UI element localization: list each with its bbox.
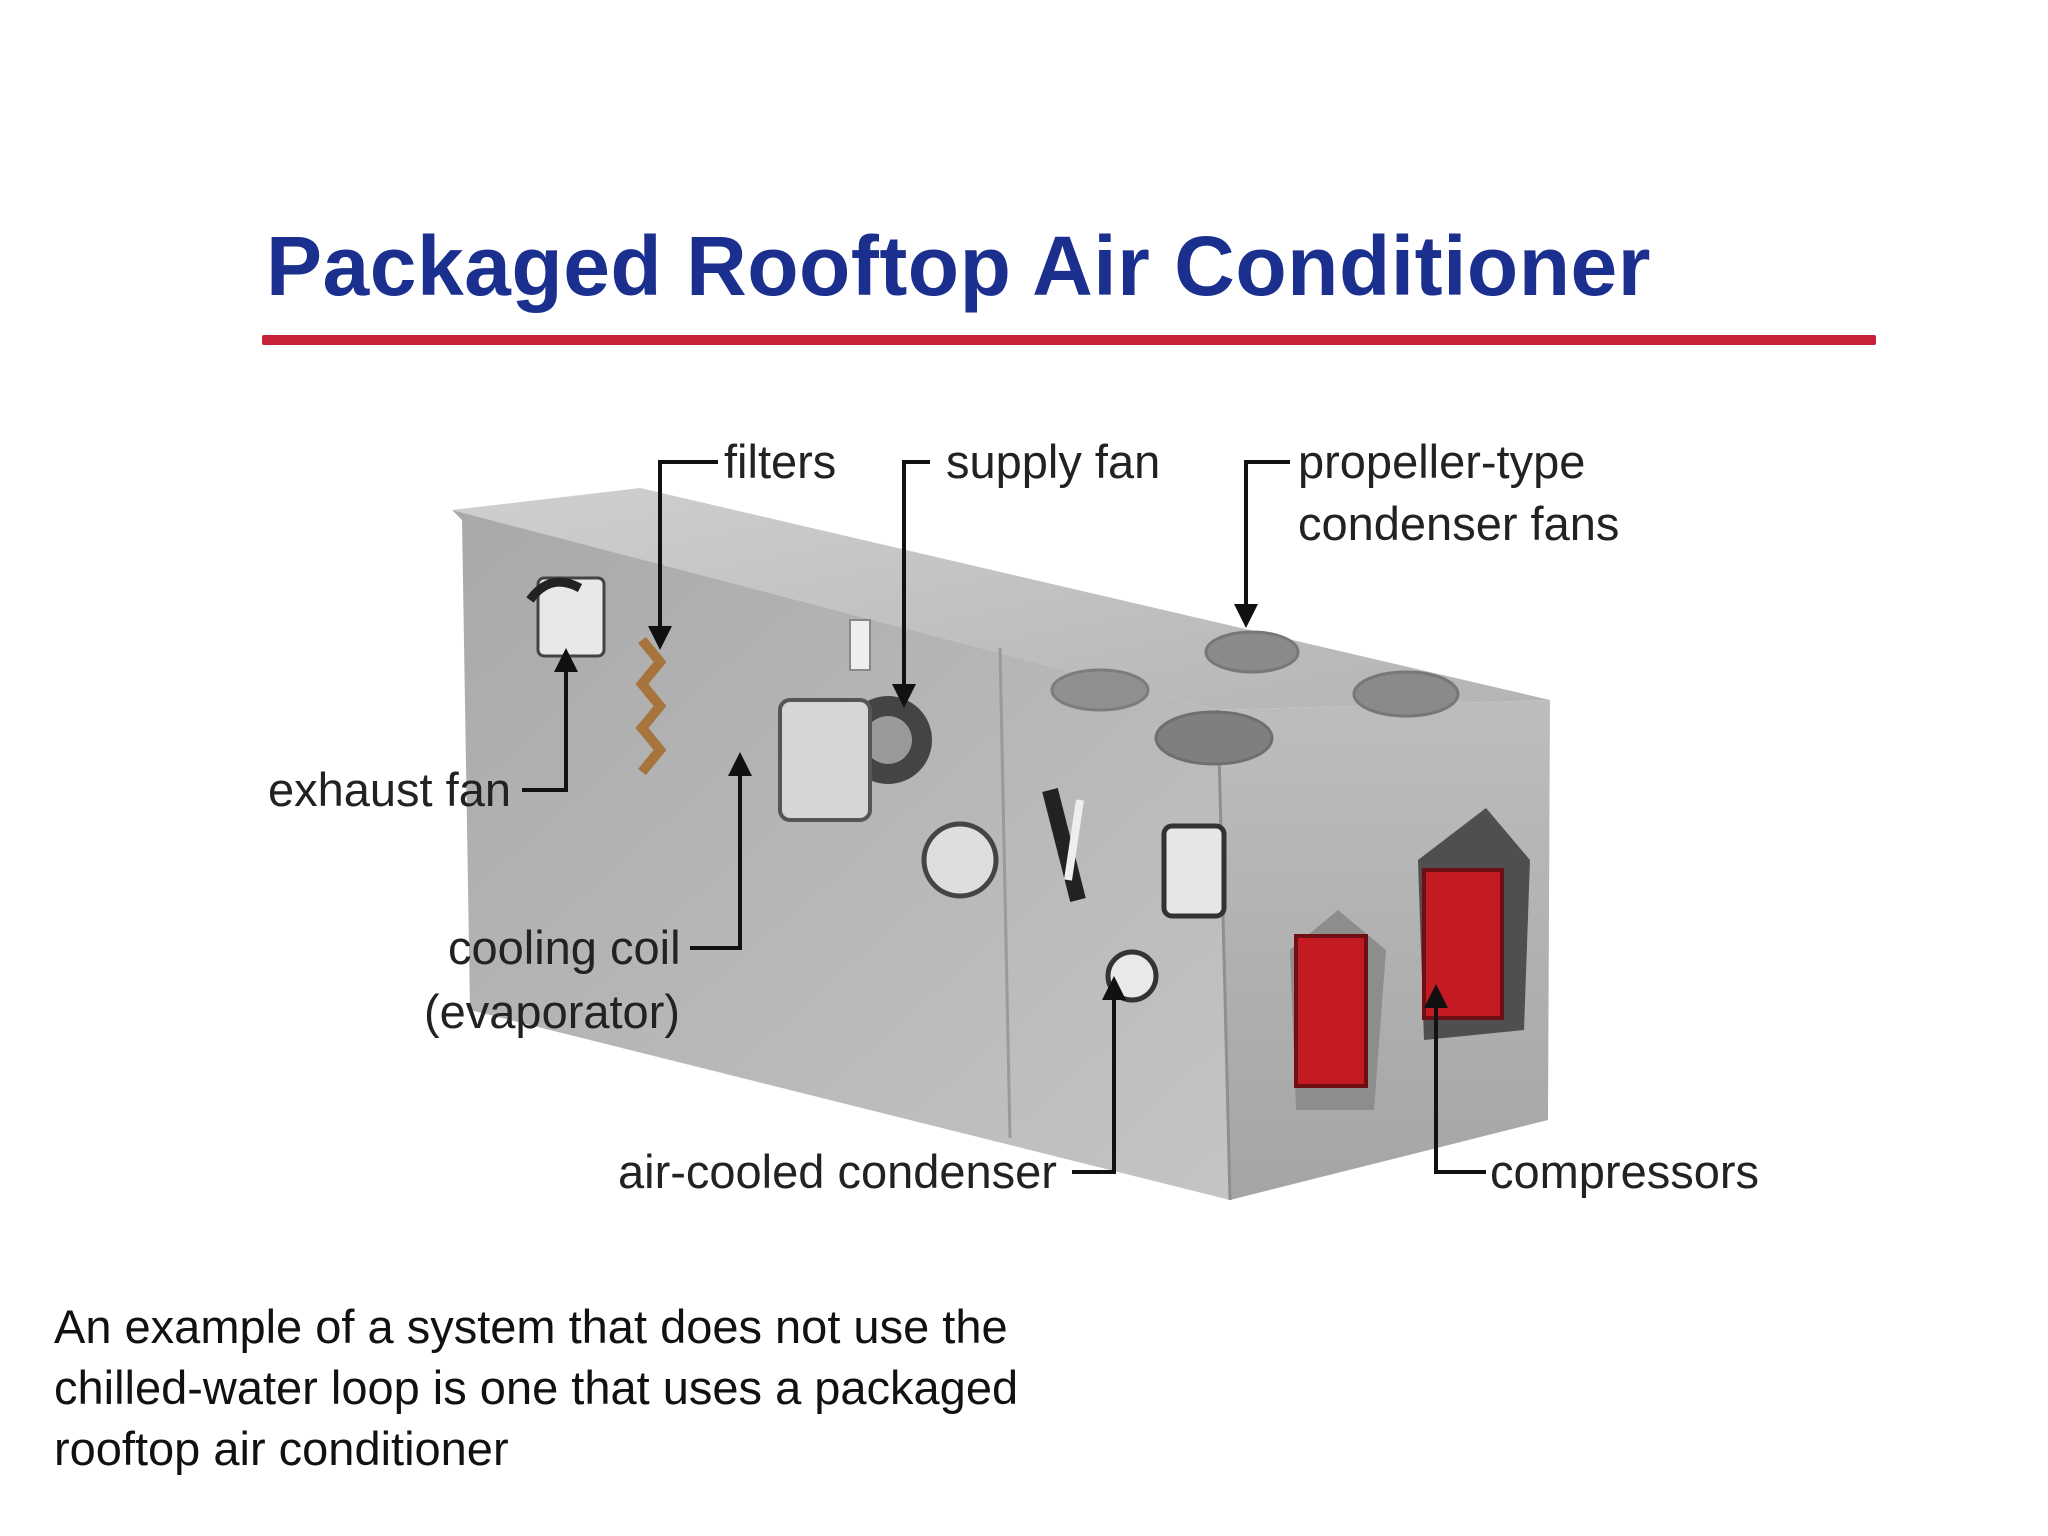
filters-leader [648, 460, 718, 650]
condenser-fans [1050, 630, 1460, 766]
compressors-leader [1424, 984, 1486, 1174]
filters-graphic [635, 636, 667, 776]
caption: An example of a system that does not use… [54, 1296, 1234, 1479]
exhaust-fan-graphic [526, 576, 606, 658]
label-filters: filters [724, 435, 836, 488]
cooling-coil-leader [690, 752, 752, 950]
caption-line-2: chilled-water loop is one that uses a pa… [54, 1361, 1019, 1414]
label-exhaust-fan: exhaust fan [268, 763, 511, 816]
compressors-graphic [1290, 808, 1530, 1110]
caption-line-3: rooftop air conditioner [54, 1422, 509, 1475]
label-propeller-fans-2: condenser fans [1298, 497, 1619, 550]
slide-title: Packaged Rooftop Air Conditioner [266, 219, 1651, 313]
label-cooling-coil-1: cooling coil [448, 921, 681, 974]
unit-body [452, 488, 1550, 1201]
leader-lines [522, 460, 1486, 1174]
propeller-fans-leader [1234, 460, 1290, 628]
label-cooling-coil-2: (evaporator) [424, 985, 680, 1038]
label-propeller-fans-1: propeller-type [1298, 435, 1585, 488]
title-underline [262, 335, 1876, 345]
label-compressors: compressors [1490, 1145, 1759, 1198]
supply-fan-leader [892, 460, 930, 708]
caption-line-1: An example of a system that does not use… [54, 1300, 1008, 1353]
label-supply-fan: supply fan [946, 435, 1160, 488]
exhaust-fan-leader [522, 648, 578, 792]
supply-fan-graphic [778, 619, 999, 899]
label-air-cooled-condenser: air-cooled condenser [618, 1145, 1057, 1198]
condenser-leader [1072, 976, 1126, 1174]
